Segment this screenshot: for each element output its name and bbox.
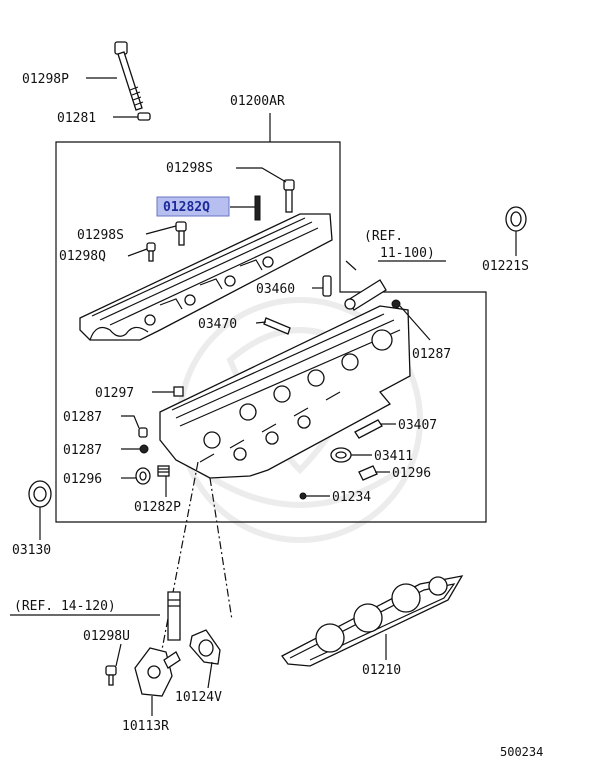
bolt-01298u-icon[interactable] [105, 665, 117, 686]
pin-03460-icon[interactable] [322, 275, 332, 297]
head-gasket-01210-icon[interactable] [281, 575, 464, 667]
plug-01287-right-icon[interactable] [391, 299, 401, 309]
diagram-number: 500234 [500, 745, 543, 759]
pin-01281-icon[interactable] [137, 112, 151, 121]
label-ref-14-120[interactable]: (REF. 14-120) [14, 599, 116, 614]
bolt-01298q-icon[interactable] [146, 242, 156, 262]
label-01282p[interactable]: 01282P [134, 500, 181, 515]
plug-01287-b-icon[interactable] [139, 444, 149, 454]
label-01298u[interactable]: 01298U [83, 629, 130, 644]
label-03130[interactable]: 03130 [12, 543, 51, 558]
label-03460[interactable]: 03460 [256, 282, 295, 297]
pin-03407-icon[interactable] [354, 419, 383, 439]
label-03411[interactable]: 03411 [374, 449, 413, 464]
selected-part-highlight [156, 196, 230, 217]
label-01287-a[interactable]: 01287 [63, 410, 102, 425]
label-01296-left[interactable]: 01296 [63, 472, 102, 487]
sensor-ref-icon[interactable] [344, 279, 387, 311]
seal-01296-left-icon[interactable] [135, 467, 151, 485]
bolt-01298s-left-icon[interactable] [175, 221, 187, 246]
label-01282q[interactable]: 01282Q [163, 200, 210, 215]
label-10113r[interactable]: 10113R [122, 719, 169, 734]
label-01234[interactable]: 01234 [332, 490, 371, 505]
label-01298p[interactable]: 01298P [22, 72, 69, 87]
bolt-01298p-icon[interactable] [114, 41, 144, 111]
assembly-frame [55, 113, 487, 523]
label-01287-right[interactable]: 01287 [412, 347, 451, 362]
water-pipe-ref-icon[interactable] [167, 591, 181, 641]
label-01296-right[interactable]: 01296 [392, 466, 431, 481]
water-outlet-10113r-icon[interactable] [134, 647, 181, 697]
camshaft-carrier-icon[interactable] [79, 213, 333, 341]
seal-01221s-icon[interactable] [505, 206, 527, 232]
plug-01297-icon[interactable] [173, 386, 184, 397]
label-ref-11-100-line1: (REF. [364, 229, 403, 244]
pin-01282q-icon[interactable] [254, 195, 261, 221]
label-01298s-left[interactable]: 01298S [77, 228, 124, 243]
seal-03411-icon[interactable] [330, 447, 352, 463]
plug-01234-icon[interactable] [299, 492, 307, 500]
stud-01282p-icon[interactable] [157, 465, 170, 477]
label-01298s-top[interactable]: 01298S [166, 161, 213, 176]
label-ref-11-100-line2[interactable]: 11-100) [380, 246, 435, 261]
gasket-10124v-icon[interactable] [189, 629, 221, 665]
plug-01287-a-icon[interactable] [138, 427, 148, 438]
label-01287-b[interactable]: 01287 [63, 443, 102, 458]
bolt-01298s-top-icon[interactable] [283, 179, 295, 213]
label-01297[interactable]: 01297 [95, 386, 134, 401]
label-03407[interactable]: 03407 [398, 418, 437, 433]
seal-01296-right-icon[interactable] [358, 465, 378, 481]
seal-03130-icon[interactable] [28, 480, 52, 508]
label-01298q[interactable]: 01298Q [59, 249, 106, 264]
label-01281[interactable]: 01281 [57, 111, 96, 126]
label-01200ar[interactable]: 01200AR [230, 94, 285, 109]
label-03470[interactable]: 03470 [198, 317, 237, 332]
label-01221s[interactable]: 01221S [482, 259, 529, 274]
label-01210[interactable]: 01210 [362, 663, 401, 678]
label-10124v[interactable]: 10124V [175, 690, 222, 705]
